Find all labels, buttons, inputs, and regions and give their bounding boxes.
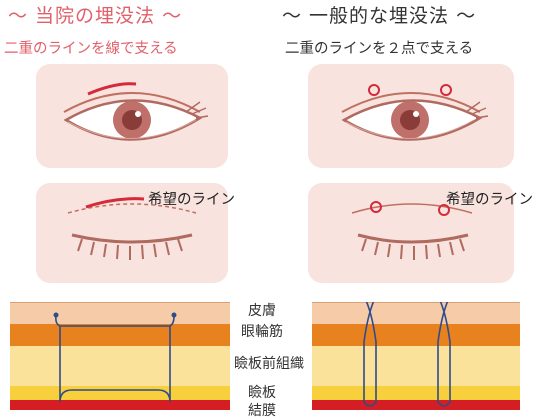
layer-skin [10, 302, 230, 325]
layer-label-pretarsal: 瞼板前組織 [234, 356, 304, 372]
point-suture-right [440, 84, 452, 96]
tissue-cross-section-ours [10, 302, 230, 410]
layer-pretarsal [312, 346, 520, 386]
layer-label-skin: 皮膚 [248, 303, 276, 319]
layer-conjunctiva [10, 400, 230, 410]
layer-tarsus [10, 386, 230, 400]
open-eye-panel-general [308, 64, 514, 168]
heading-our-method: ～ 当院の埋没法 ～ [8, 5, 183, 27]
point-suture-right [438, 204, 450, 216]
desired-line-callout-ours: 希望のライン [148, 192, 235, 208]
subtitle-general-method: 二重のラインを２点で支える [285, 41, 474, 57]
layer-orbicularis [10, 324, 230, 346]
layer-skin [312, 302, 520, 325]
subtitle-our-method: 二重のラインを線で支える [4, 41, 178, 57]
line-suture-mark [85, 197, 145, 209]
desired-line-callout-general: 希望のライン [446, 192, 533, 208]
tissue-cross-section-general [312, 302, 520, 410]
layer-label-conjunctiva: 結膜 [248, 403, 276, 419]
thread-point-icon [363, 302, 451, 407]
heading-general-method: ～ 一般的な埋没法 ～ [282, 5, 477, 27]
eye-open-icon [341, 84, 489, 141]
line-suture-mark [87, 82, 137, 96]
closed-eye-panel-general [308, 183, 514, 283]
open-eye-panel-ours [36, 64, 228, 168]
eye-closed-icon [67, 197, 197, 260]
closed-eye-panel-ours [36, 183, 228, 283]
point-suture-left [370, 201, 382, 213]
eye-closed-icon [351, 201, 473, 260]
layer-pretarsal [10, 346, 230, 386]
layer-label-tarsus: 瞼板 [248, 385, 276, 401]
thread-line-icon [53, 312, 177, 403]
layer-conjunctiva [312, 400, 520, 410]
layer-label-orbicularis: 眼輪筋 [241, 324, 283, 340]
eye-open-icon [63, 82, 209, 141]
point-suture-left [368, 84, 380, 96]
